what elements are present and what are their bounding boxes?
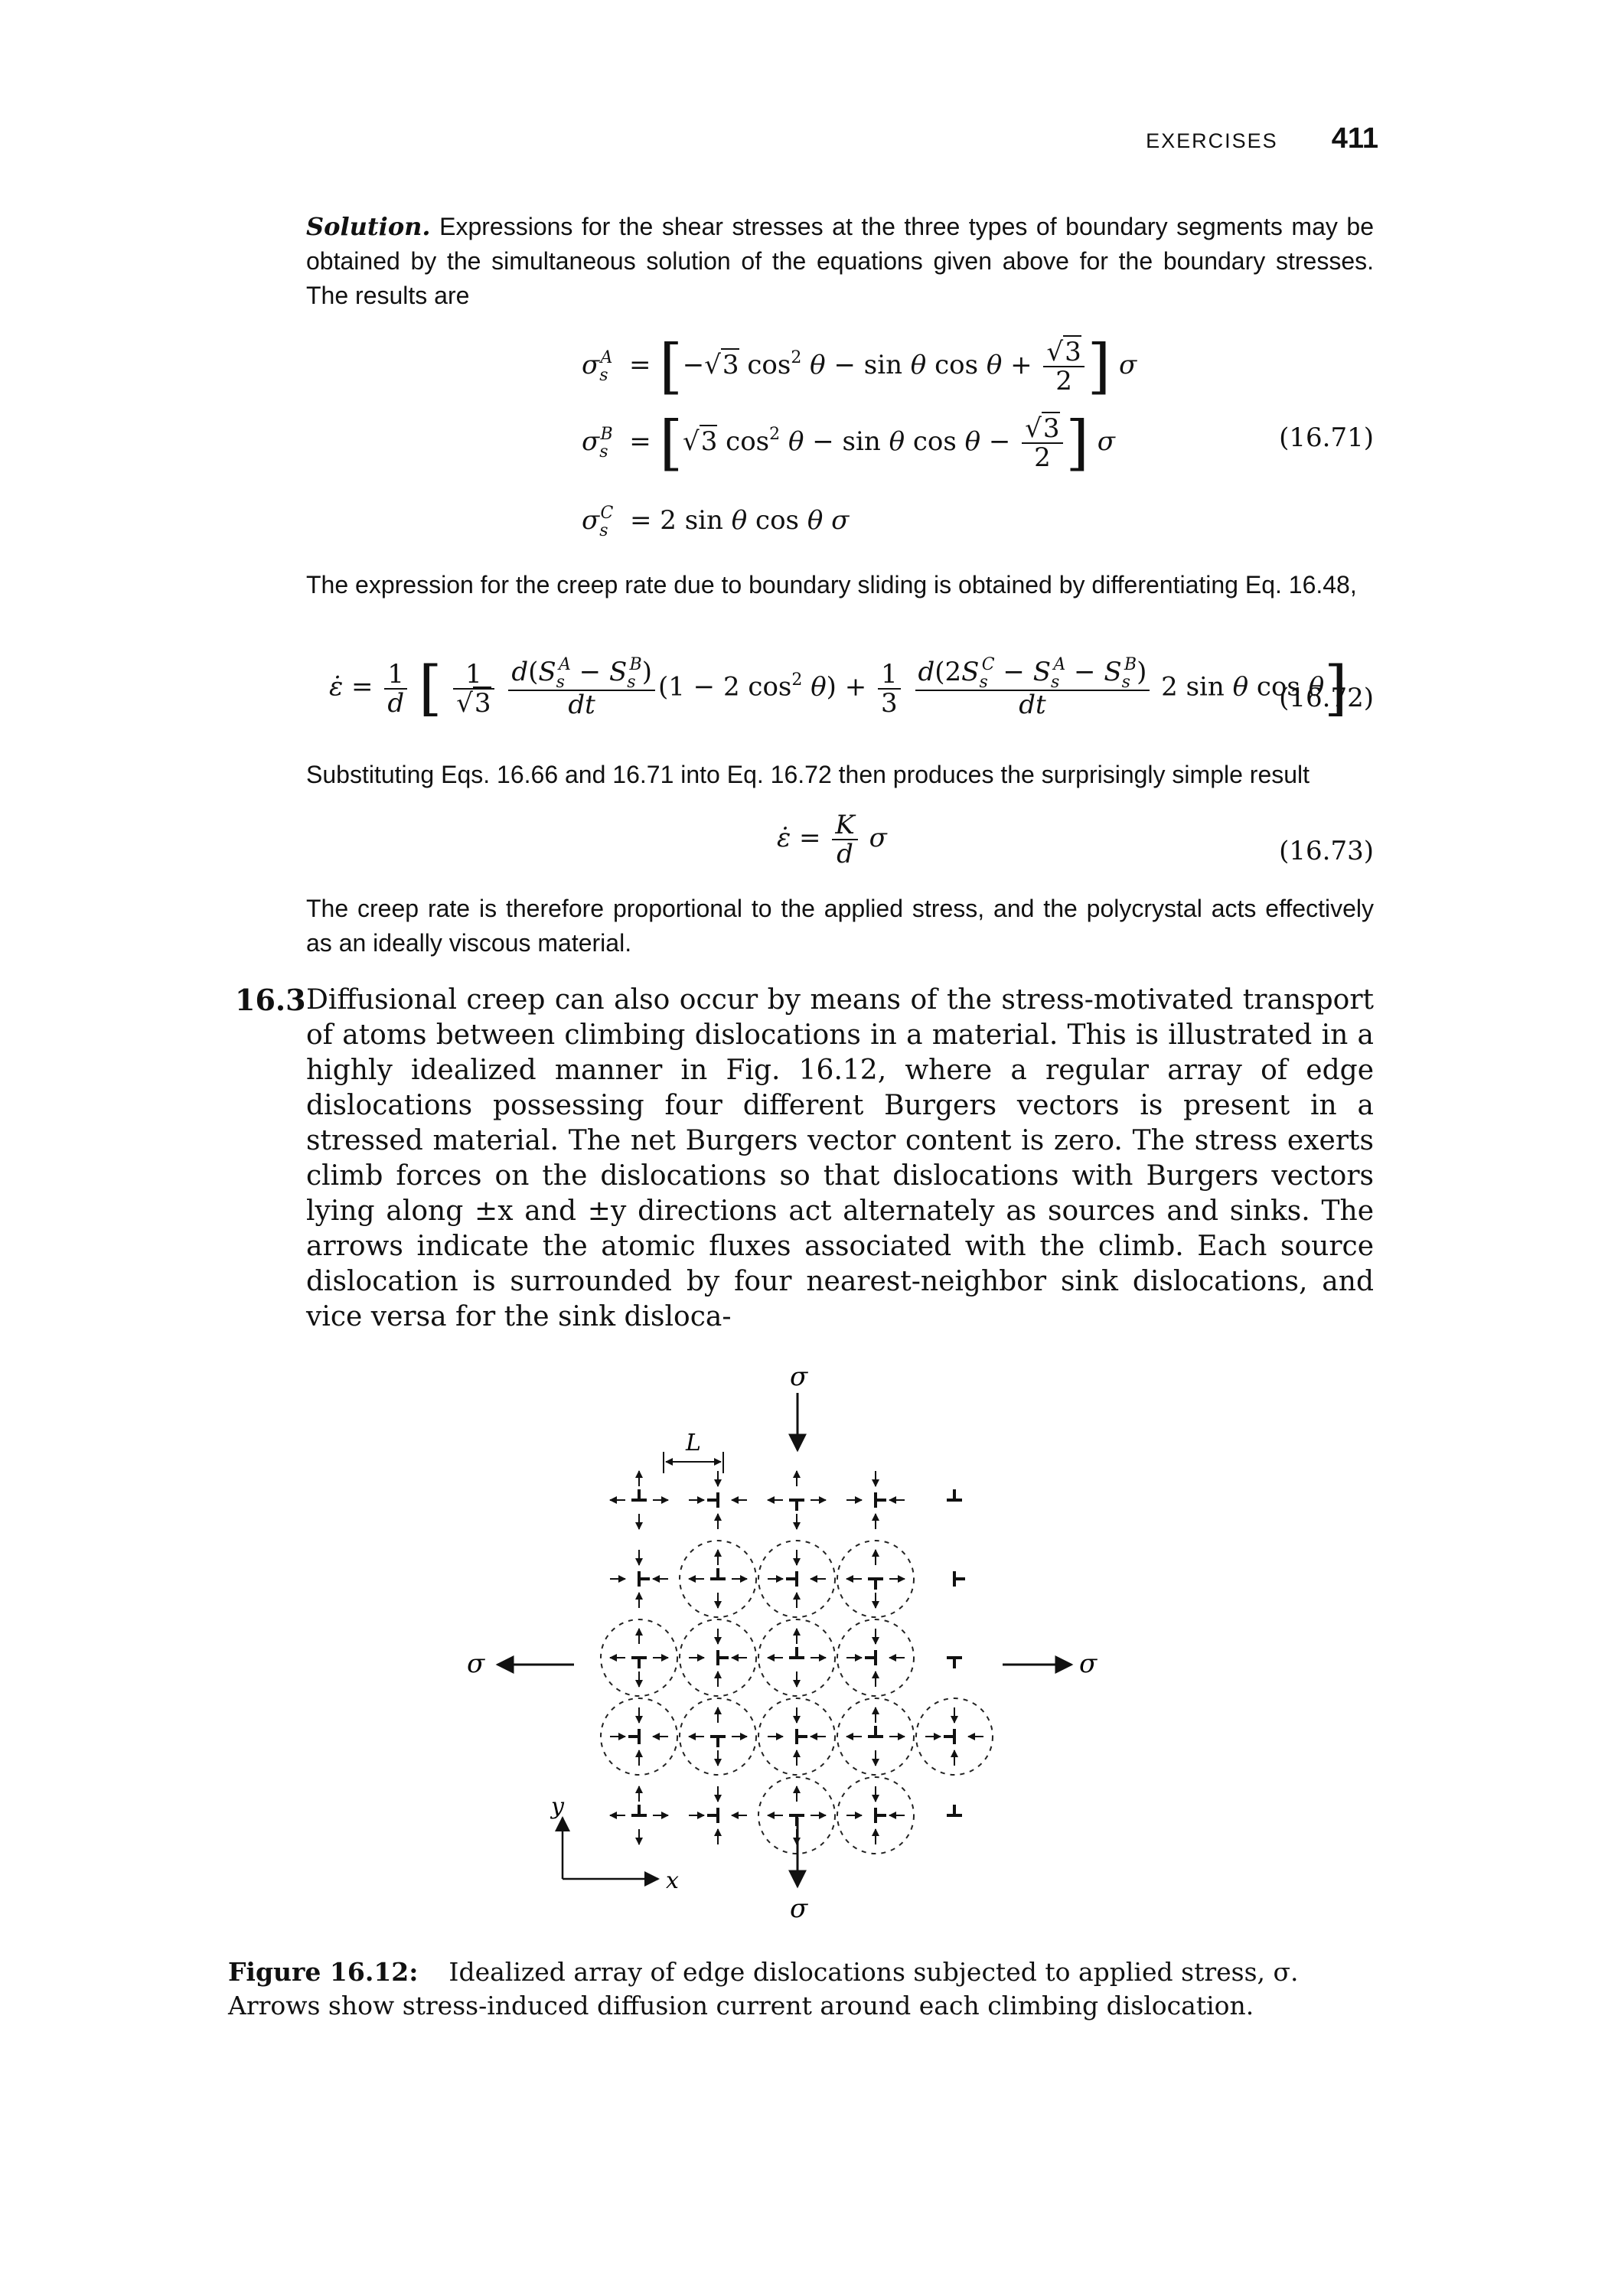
diffusion-loop bbox=[600, 1698, 678, 1776]
bottom-sigma-label: σ bbox=[790, 1893, 808, 1924]
caption-label: Figure 16.12: bbox=[228, 1957, 419, 1987]
dislocation-array-diagram: σ σ σ σ L y x bbox=[467, 1362, 1098, 1924]
caption-text: Idealized array of edge dislocations sub… bbox=[228, 1957, 1299, 2020]
page-number: 411 bbox=[1331, 122, 1378, 155]
running-section-title: EXERCISES bbox=[1146, 129, 1278, 152]
right-sigma-label: σ bbox=[1079, 1649, 1098, 1679]
diffusion-loop bbox=[679, 1540, 757, 1618]
diffusion-loop bbox=[915, 1698, 993, 1776]
diffusion-loop bbox=[758, 1540, 836, 1618]
substitution-paragraph: Substituting Eqs. 16.66 and 16.71 into E… bbox=[306, 761, 1310, 788]
equation-number-16-72: (16.72) bbox=[1279, 683, 1374, 713]
diffusion-loop bbox=[679, 1698, 757, 1776]
diffusion-loop bbox=[837, 1540, 915, 1618]
diffusion-loop bbox=[758, 1619, 836, 1697]
y-axis-label: y bbox=[550, 1793, 565, 1820]
spacing-label: L bbox=[685, 1430, 701, 1456]
conclusion-paragraph: The creep rate is therefore proportional… bbox=[306, 895, 1374, 957]
eq-sigma-c: σsC = 2 sin θ cos θ σ bbox=[582, 504, 850, 540]
problem-number: 16.3 bbox=[235, 983, 306, 1017]
diffusion-loop bbox=[679, 1619, 757, 1697]
solution-lead: Solution. bbox=[306, 212, 431, 241]
running-header: EXERCISES 411 bbox=[1146, 122, 1378, 155]
figure-16-12: σ σ σ σ L y x bbox=[436, 1358, 1125, 1955]
diffusion-loop bbox=[600, 1619, 678, 1697]
diffusion-loop bbox=[837, 1619, 915, 1697]
diffusion-loop bbox=[758, 1698, 836, 1776]
problem-text: Diffusional creep can also occur by mean… bbox=[306, 984, 1374, 1332]
solution-intro-text: Expressions for the shear stresses at th… bbox=[306, 213, 1375, 309]
diffusion-loop bbox=[837, 1776, 915, 1854]
dislocation-grid bbox=[600, 1470, 993, 1854]
left-sigma-label: σ bbox=[467, 1649, 485, 1679]
equation-number-16-73: (16.73) bbox=[1279, 836, 1374, 866]
figure-caption: Figure 16.12:Idealized array of edge dis… bbox=[228, 1955, 1374, 2023]
top-sigma-label: σ bbox=[790, 1362, 808, 1392]
diffusion-loop bbox=[837, 1698, 915, 1776]
x-axis-label: x bbox=[666, 1867, 679, 1894]
creep-rate-paragraph: The expression for the creep rate due to… bbox=[306, 571, 1357, 598]
equation-number-16-71: (16.71) bbox=[1279, 422, 1374, 453]
solution-intro-paragraph: Solution. Expressions for the shear stre… bbox=[306, 210, 1374, 313]
